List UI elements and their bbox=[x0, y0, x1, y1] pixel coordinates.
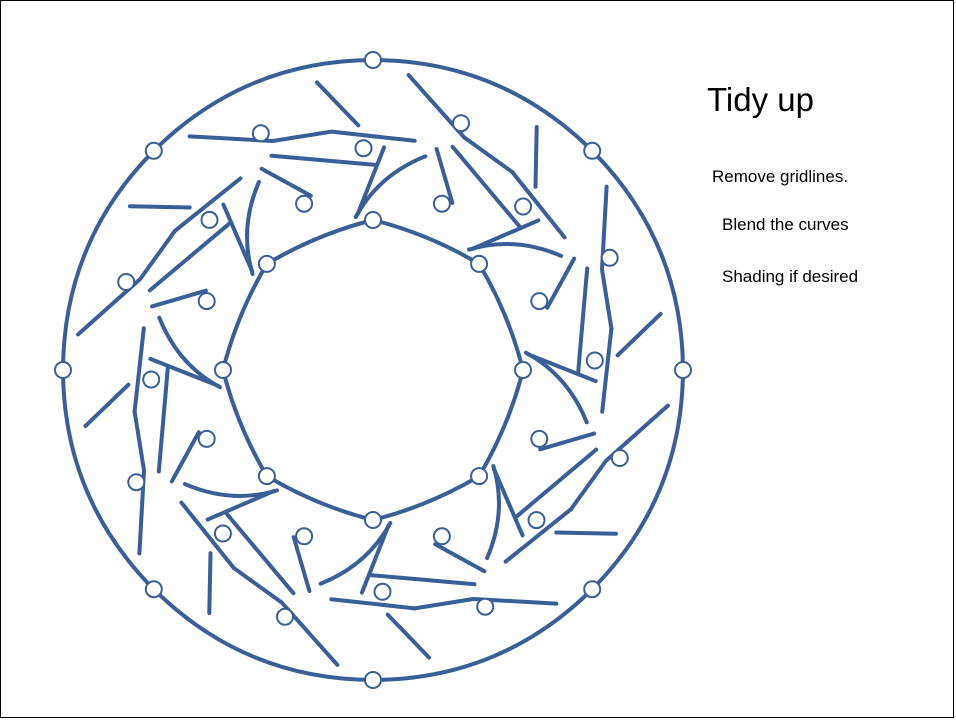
inner-strand-edge bbox=[578, 269, 587, 375]
middle-node bbox=[515, 199, 531, 215]
inner-strand-edge bbox=[225, 512, 293, 593]
middle-node bbox=[253, 125, 269, 141]
outer-boundary-arc bbox=[63, 151, 154, 370]
outer-boundary-arc bbox=[592, 370, 683, 589]
knot-nodes bbox=[55, 52, 691, 688]
outer-node bbox=[55, 362, 71, 378]
middle-node bbox=[453, 115, 469, 131]
inner-boundary-node bbox=[259, 256, 275, 272]
middle-node bbox=[143, 372, 159, 388]
inner-boundary-arc bbox=[479, 370, 523, 476]
inner-boundary-node bbox=[471, 468, 487, 484]
outer-strand-edge bbox=[130, 206, 190, 207]
outer-strand-edge bbox=[85, 385, 128, 426]
inner-strand-edge bbox=[172, 432, 199, 481]
ring-connector bbox=[602, 328, 611, 411]
inner-boundary-arc bbox=[373, 476, 479, 520]
ring-connector bbox=[362, 525, 389, 593]
inner-strand-edge bbox=[540, 434, 594, 450]
middle-node bbox=[375, 584, 391, 600]
inner-node bbox=[199, 431, 215, 447]
outer-node bbox=[365, 52, 381, 68]
outer-node bbox=[146, 143, 162, 159]
middle-node bbox=[587, 353, 603, 369]
step-shading: Shading if desired bbox=[722, 267, 858, 287]
slide-title: Tidy up bbox=[707, 81, 814, 119]
outer-strand-edge bbox=[388, 615, 429, 658]
outer-strand-edge bbox=[556, 533, 616, 534]
inner-boundary-arc bbox=[479, 264, 523, 370]
inner-boundary-node bbox=[471, 256, 487, 272]
middle-node bbox=[612, 450, 628, 466]
middle-node bbox=[128, 474, 144, 490]
outer-node bbox=[146, 581, 162, 597]
step-remove-gridlines: Remove gridlines. bbox=[712, 167, 848, 187]
inner-strand-edge bbox=[262, 169, 311, 196]
inner-boundary-node bbox=[259, 468, 275, 484]
outer-node bbox=[365, 672, 381, 688]
outer-node bbox=[584, 581, 600, 597]
outer-strand-edge bbox=[618, 314, 661, 355]
outer-strand-edge bbox=[209, 553, 210, 613]
inner-strand-edge bbox=[272, 156, 378, 165]
inner-strand-edge bbox=[294, 537, 310, 591]
middle-node bbox=[277, 609, 293, 625]
middle-node bbox=[602, 250, 618, 266]
inner-strand-edge bbox=[369, 575, 475, 584]
inner-strand-edge bbox=[150, 222, 231, 290]
ring-connector bbox=[331, 132, 414, 141]
inner-strand-edge bbox=[435, 544, 484, 571]
inner-strand-edge bbox=[547, 259, 574, 308]
inner-boundary-arc bbox=[223, 370, 267, 476]
outer-boundary-arc bbox=[373, 60, 592, 151]
inner-node bbox=[434, 196, 450, 212]
inner-boundary-node bbox=[365, 512, 381, 528]
inner-boundary-arc bbox=[223, 264, 267, 370]
middle-node bbox=[202, 212, 218, 228]
inner-strand-edge bbox=[152, 291, 206, 307]
outer-node bbox=[584, 143, 600, 159]
inner-boundary-arc bbox=[373, 220, 479, 264]
ring-connector bbox=[150, 359, 218, 386]
inner-node bbox=[434, 528, 450, 544]
outer-strand-edge bbox=[317, 82, 358, 125]
inner-strand-edge bbox=[437, 149, 453, 203]
ring-connector bbox=[528, 354, 596, 381]
middle-node bbox=[118, 274, 134, 290]
inner-boundary-arc bbox=[267, 220, 373, 264]
middle-node bbox=[529, 512, 545, 528]
outer-node bbox=[675, 362, 691, 378]
inner-boundary-arc bbox=[267, 476, 373, 520]
middle-node bbox=[356, 140, 372, 156]
inner-node bbox=[296, 196, 312, 212]
step-blend-curves: Blend the curves bbox=[722, 215, 849, 235]
inner-boundary-node bbox=[515, 362, 531, 378]
inner-strand-edge bbox=[515, 450, 596, 518]
inner-node bbox=[296, 528, 312, 544]
inner-node bbox=[199, 293, 215, 309]
outer-strand-edge bbox=[536, 127, 537, 187]
inner-node bbox=[531, 431, 547, 447]
ring-connector bbox=[135, 328, 144, 411]
inner-node bbox=[531, 293, 547, 309]
inner-boundary-node bbox=[365, 212, 381, 228]
middle-node bbox=[215, 526, 231, 542]
ring-connector bbox=[357, 147, 384, 215]
outer-boundary-arc bbox=[154, 589, 373, 680]
inner-strand-edge bbox=[159, 366, 168, 472]
middle-node bbox=[477, 599, 493, 615]
ring-connector bbox=[331, 599, 414, 608]
inner-strand-edge bbox=[453, 147, 521, 228]
inner-boundary-node bbox=[215, 362, 231, 378]
